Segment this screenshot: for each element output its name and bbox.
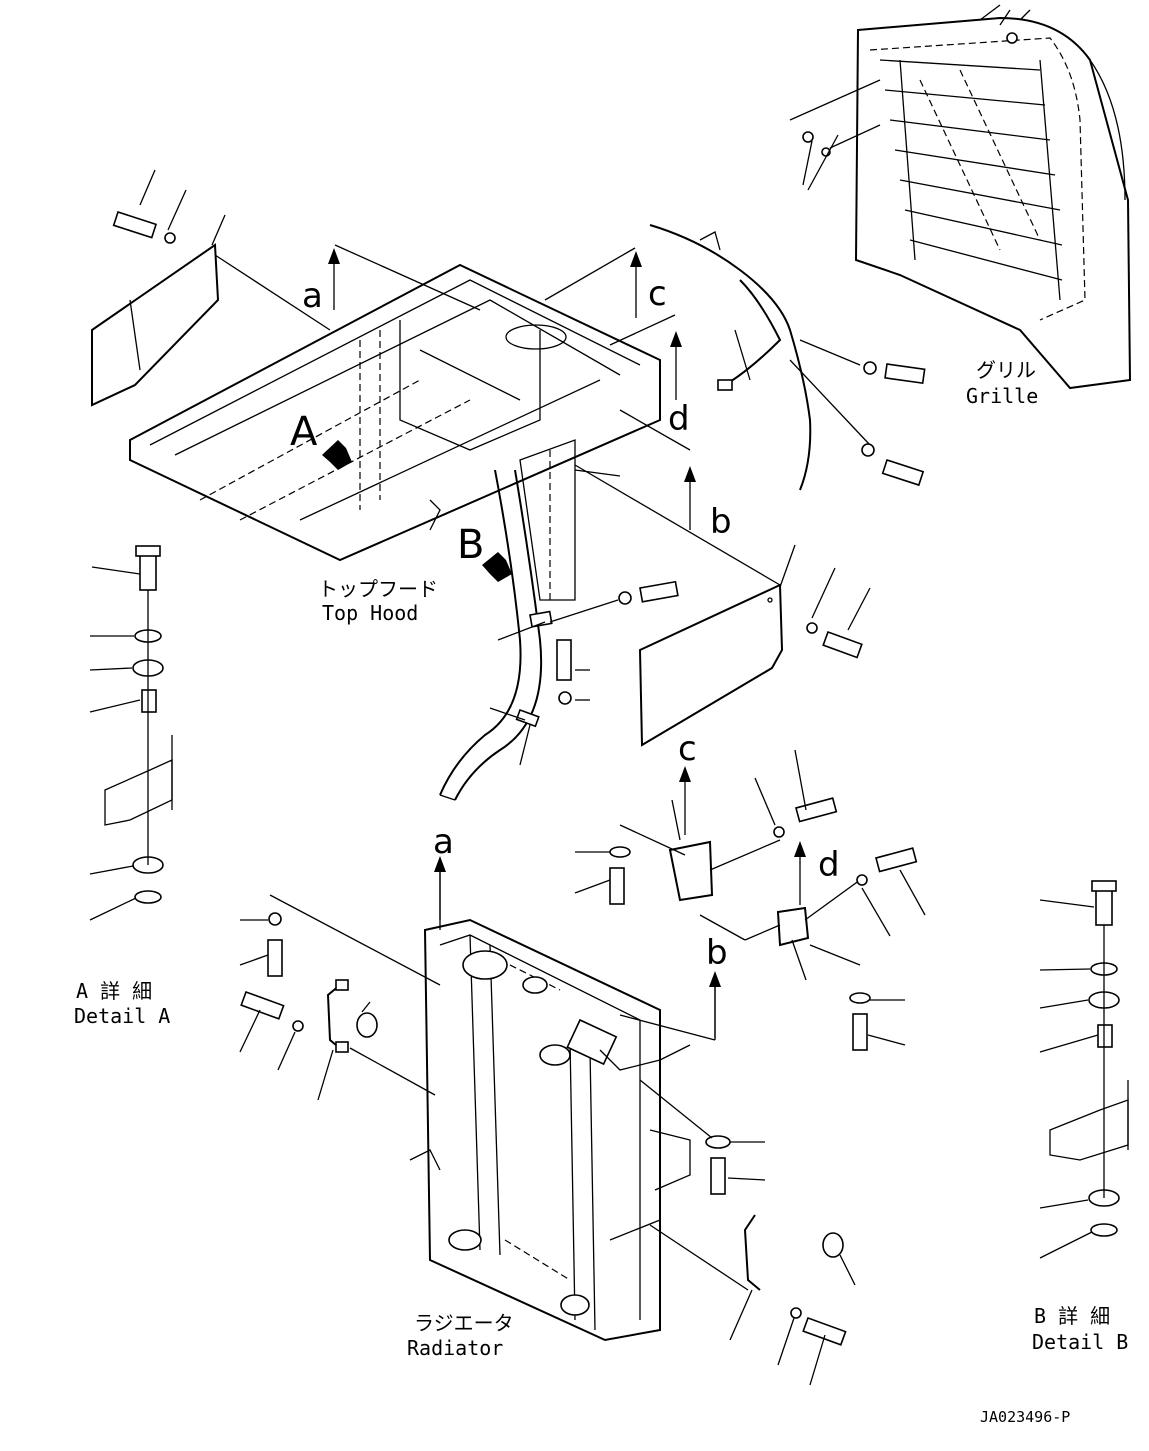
grille-label-en: Grille: [966, 384, 1038, 408]
detail-b-label-jp: B 詳 細: [1034, 1304, 1110, 1328]
connector-c-top: c: [648, 274, 667, 314]
view-marker-a: A: [290, 409, 318, 455]
connector-a-top: a: [302, 276, 323, 316]
radiator-core: [409, 918, 691, 1342]
connector-b-mid: b: [710, 502, 732, 542]
bracket-c: [574, 749, 838, 905]
radiator-left-fasteners: [239, 894, 441, 1101]
drawing-number: JA023496-P: [980, 1408, 1070, 1426]
grille-assembly: [854, 4, 1132, 390]
wiring-harness: [649, 224, 926, 491]
connector-arrows: [328, 248, 806, 1038]
radiator-label-en: Radiator: [407, 1336, 503, 1360]
detail-a-parts: [89, 545, 173, 921]
top-hood-bolt-washer: [112, 169, 226, 246]
view-arrow-a-icon: [322, 440, 352, 470]
connector-b-bottom: b: [706, 933, 728, 973]
radiator-right-fasteners: [639, 1079, 856, 1386]
coolant-hose: [439, 469, 679, 801]
connector-a-bottom: a: [433, 822, 454, 862]
detail-b-label-en: Detail B: [1032, 1330, 1128, 1354]
connector-c-mid: c: [678, 729, 697, 769]
top-hood-frame: [129, 263, 661, 601]
detail-a-label-en: Detail A: [74, 1004, 170, 1028]
view-marker-b: B: [457, 522, 484, 568]
connector-d-mid: d: [818, 845, 840, 885]
bracket-d: [699, 847, 926, 1051]
grille-fasteners: [789, 79, 881, 191]
view-arrow-b-icon: [482, 552, 512, 582]
detail-a-label-jp: A 詳 細: [76, 979, 152, 1003]
grille-label-jp: グリル: [976, 358, 1036, 382]
top-hood-label-en: Top Hood: [322, 601, 418, 625]
connector-d-top: d: [668, 399, 690, 439]
top-hood-label-jp: トップフード: [318, 577, 438, 601]
radiator-label-jp: ラジエータ: [414, 1311, 514, 1335]
detail-b-parts: [1039, 880, 1129, 1259]
side-cover-plate: [574, 464, 871, 747]
top-hood-side-cover: [91, 243, 331, 407]
